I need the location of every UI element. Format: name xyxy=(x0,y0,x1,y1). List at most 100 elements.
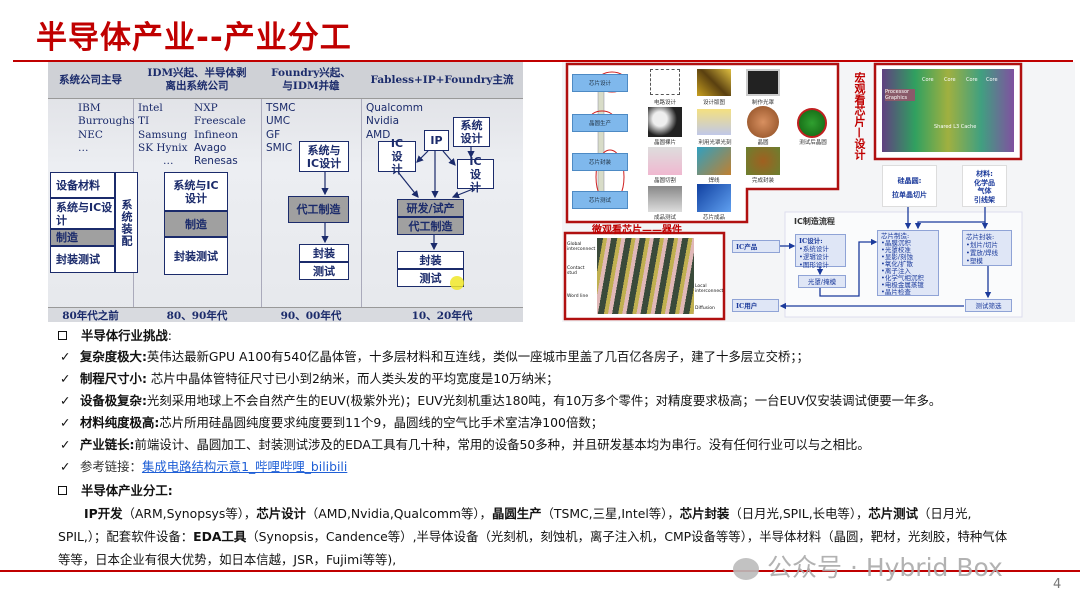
era-label: 10、20年代 xyxy=(361,307,523,322)
sem-label: Global interconnect xyxy=(567,242,596,252)
challenge-label: 制程尺寸小: xyxy=(80,371,147,386)
block-system-assembly: 系统装配 xyxy=(115,172,138,273)
company: IBM xyxy=(78,102,101,114)
block-foundry: 代工制造 xyxy=(288,196,349,223)
caption: 焊线 xyxy=(708,178,720,184)
page-title: 半导体产业--产业分工 xyxy=(36,20,352,56)
header-col3-line1: Foundry兴起、 xyxy=(271,67,351,79)
test-screening-box: 测试筛选 xyxy=(965,299,1012,312)
division-text: （TSMC,三星,Intel等）， xyxy=(541,506,680,521)
company: Freescale xyxy=(194,115,246,128)
chip-process-diagram: 芯片设计 晶圆生产 芯片封装 芯片测试 电路设计 设计版图 制作光罩 晶圆裸片 … xyxy=(562,62,1075,322)
macro-view-label: 宏观看芯片—设计 xyxy=(853,72,866,160)
company: NXP xyxy=(194,102,218,114)
ic-product-box: IC产品 xyxy=(732,240,780,253)
flow-arrows xyxy=(321,147,475,251)
challenge-item: ✓复杂度极大:英伟达最新GPU A100有540亿晶体管，十多层材料和互连线，类… xyxy=(60,350,809,364)
block-packaging-test: 封装测试 xyxy=(50,246,115,273)
bilibili-reference-link[interactable]: 集成电路结构示意1_哔哩哔哩_bilibili xyxy=(141,459,348,474)
caption: 利用光罩光刻 xyxy=(698,140,732,146)
step-chip-testing: 芯片测试 xyxy=(572,191,628,209)
company: UMC xyxy=(266,115,291,128)
block-test: 测试 xyxy=(397,269,464,287)
die-label: Core xyxy=(922,77,934,83)
fab-title: 芯片制造: xyxy=(881,232,910,240)
reference-item: ✓参考链接：集成电路结构示意1_哔哩哔哩_bilibili xyxy=(60,460,347,474)
wafer-blanks-image xyxy=(648,107,682,137)
materials-box: 材料: 化学品 气体 引线架 xyxy=(962,165,1007,207)
block-packaging: 封装 xyxy=(299,244,349,262)
materials-item: 化学品 xyxy=(974,178,995,187)
lithography-image xyxy=(697,109,731,135)
era-label: 80、90年代 xyxy=(133,307,261,322)
fab-item: •晶膜沉积 xyxy=(881,239,911,247)
sem-label: Contact stud xyxy=(567,266,585,276)
company: AMD xyxy=(366,128,391,141)
caption: 晶圆裸片 xyxy=(653,140,676,146)
header-col2-line2: 离出系统公司 xyxy=(165,80,229,92)
ic-design-item: •系统设计 xyxy=(799,245,829,253)
company-list: Intel TI Samsung SK Hynix … xyxy=(138,102,188,168)
era-label: 80年代之前 xyxy=(48,307,133,322)
division-text: （AMD,Nvidia,Qualcomm等）， xyxy=(305,506,492,521)
company: … xyxy=(163,155,174,168)
challenge-label: 产业链长: xyxy=(80,437,135,452)
wechat-icon xyxy=(733,558,759,580)
header-col2-line1: IDM兴起、半导体剥 xyxy=(147,67,247,79)
fab-item: •电极金属蒸镀 xyxy=(881,281,924,289)
ic-user-box: IC用户 xyxy=(732,299,779,312)
wafer-dicing-image xyxy=(648,147,682,175)
layout-image xyxy=(697,69,731,96)
die-label: Core xyxy=(986,77,998,83)
caption: 完成封装 xyxy=(751,178,774,184)
ic-design-box: IC设计: •系统设计 •逻辑设计 •图形设计 xyxy=(795,234,846,269)
caption: 成品测试 xyxy=(653,215,676,221)
checkmark-icon: ✓ xyxy=(60,349,71,364)
wafer-image xyxy=(747,106,779,138)
block-manufacturing: 制造 xyxy=(50,229,115,246)
fab-item: •显影/刻蚀 xyxy=(881,253,914,261)
division-line-2: SPIL,）；配套软件设备：EDA工具（Synopsis，Candence等）,… xyxy=(58,530,1007,544)
company: NEC xyxy=(78,128,103,141)
block-packaging-test: 封装测试 xyxy=(164,237,228,275)
block-ic-design: IC设计 xyxy=(378,137,416,176)
die-shot-image: Processor Graphics Core Core Core Core S… xyxy=(882,69,1014,152)
challenge-label: 复杂度极大: xyxy=(80,349,147,364)
die-label: Processor Graphics xyxy=(885,89,915,101)
pack-item: •置放/焊线 xyxy=(966,249,999,257)
division-line-3: 等等，日本企业有很大优势，如日本信越，JSR，Fujimi等等), xyxy=(58,553,396,567)
title-divider xyxy=(13,60,1073,62)
block-manufacturing: 制造 xyxy=(164,211,228,237)
company-list: NXP Freescale Infineon Avago Renesas xyxy=(194,102,246,168)
company-list: TSMC UMC GF SMIC xyxy=(266,102,295,155)
division-term: 芯片封装 xyxy=(679,506,730,521)
division-term: 晶圆生产 xyxy=(491,506,542,521)
company: GF xyxy=(266,128,281,141)
header-col3-line2: 与IDM并雄 xyxy=(282,80,340,92)
sem-label: Diffusion xyxy=(695,306,715,311)
header-col2: IDM兴起、半导体剥离出系统公司 xyxy=(133,62,261,99)
company: Qualcomm xyxy=(366,102,423,114)
caption: 晶圆切割 xyxy=(653,178,676,184)
block-system-design: 系统设计 xyxy=(453,117,490,147)
division-text: （Synopsis，Candence等）,半导体设备（光刻机，刻蚀机，离子注入机… xyxy=(246,529,1008,544)
pack-item: •划片/切片 xyxy=(966,241,999,249)
step-wafer-production: 晶圆生产 xyxy=(572,114,628,132)
photomask-image xyxy=(746,69,780,96)
company: Renesas xyxy=(194,155,238,168)
block-packaging: 封装 xyxy=(397,251,464,269)
caption: 芯片成品 xyxy=(702,215,725,221)
challenge-text: 光刻采用地球上不会自然产生的EUV(极紫外光)；EUV光刻机重达180吨，有10… xyxy=(146,393,942,408)
division-heading-text: 半导体产业分工: xyxy=(81,483,173,498)
ic-design-title: IC设计: xyxy=(799,237,823,245)
challenge-item: ✓设备极复杂:光刻采用地球上不会自然产生的EUV(极紫外光)；EUV光刻机重达1… xyxy=(60,394,941,408)
sem-label: Word line xyxy=(567,294,589,299)
step-chip-packaging: 芯片封装 xyxy=(572,153,628,171)
footer-rule xyxy=(0,570,1080,572)
ic-design-item: •图形设计 xyxy=(799,261,829,269)
pack-title: 芯片封装: xyxy=(966,233,995,241)
header-col4: Fabless+IP+Foundry主流 xyxy=(361,62,523,99)
micro-view-label: 微观看芯片——器件 xyxy=(592,225,682,236)
era-label: 90、00年代 xyxy=(261,307,361,322)
company: … xyxy=(78,141,89,154)
